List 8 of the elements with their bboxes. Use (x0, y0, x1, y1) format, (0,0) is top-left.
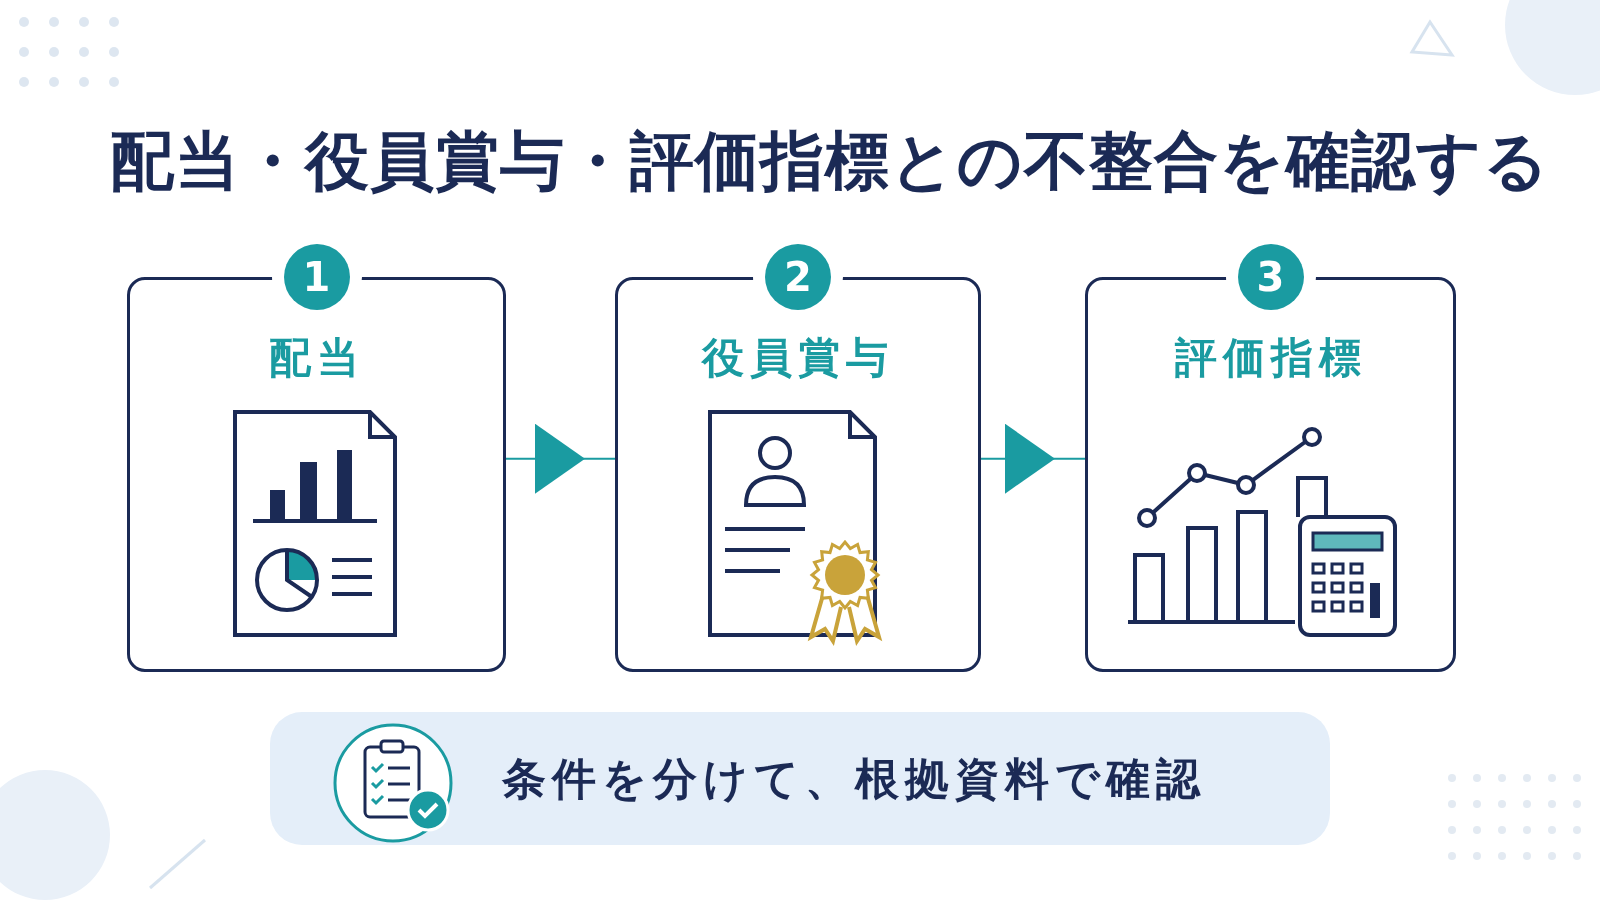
step-heading: 役員賞与 (700, 332, 895, 384)
arrow (505, 423, 616, 494)
arrow (980, 423, 1086, 494)
step-heading: 配当 (267, 332, 366, 384)
summary-banner (270, 712, 1330, 845)
banner-text: 条件を分けて、根拠資料で確認 (502, 752, 1206, 806)
step-heading: 評価指標 (1173, 332, 1368, 384)
title: 配当・役員賞与・評価指標との不整合を確認する (110, 123, 1550, 200)
